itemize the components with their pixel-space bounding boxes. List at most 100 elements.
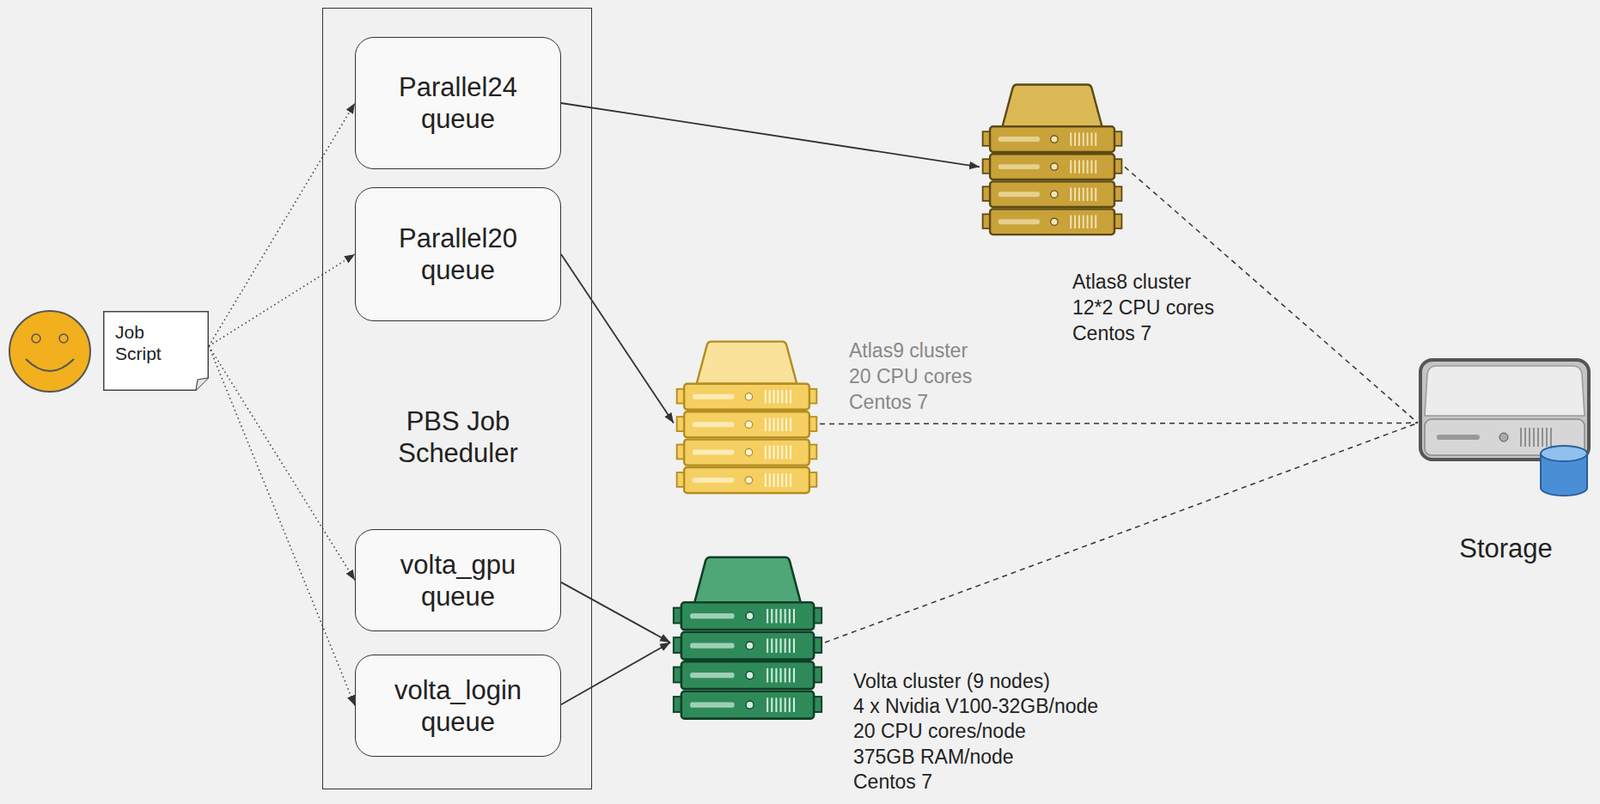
slab-body [989, 126, 1115, 153]
vent [776, 417, 779, 432]
server-slab [677, 384, 818, 410]
vent [789, 417, 792, 432]
power-led [1050, 190, 1058, 198]
vent [1094, 132, 1097, 146]
vent [785, 473, 788, 488]
vent [785, 417, 788, 432]
node-text: 4 x Nvidia V100-32GB/node [853, 694, 1163, 720]
vent [1078, 132, 1081, 146]
vent [1090, 215, 1093, 229]
server-top [694, 557, 800, 603]
power-led [745, 612, 754, 621]
vent [775, 638, 777, 654]
queue-box: Parallel20 queue [354, 187, 562, 322]
slab-body [681, 602, 814, 630]
power-led [1050, 163, 1058, 171]
vent [784, 638, 787, 654]
cluster-server: Volta cluster (9 nodes)4 x Nvidia V100-3… [670, 554, 825, 725]
node-text: Centos 7 [848, 390, 1056, 416]
vent [775, 609, 777, 624]
vent [781, 445, 783, 460]
vent [766, 668, 769, 684]
node-text: PBS Job Scheduler [376, 405, 540, 470]
vent [1074, 159, 1076, 173]
vent [1074, 215, 1076, 229]
connector [561, 642, 671, 705]
vent [793, 668, 795, 684]
vent [766, 638, 769, 654]
power-led [745, 393, 753, 401]
text-block: PBS Job Scheduler [376, 405, 540, 470]
vent [789, 473, 792, 488]
node-text: Parallel20 queue [376, 222, 540, 287]
node-text: volta_login queue [376, 673, 540, 738]
queue-box: volta_gpu queue [354, 529, 562, 632]
node-text: Storage [1417, 532, 1594, 565]
node-text: Volta cluster (9 nodes) [853, 669, 1163, 695]
power-led [1499, 433, 1509, 442]
vent [764, 390, 767, 404]
face [9, 311, 91, 392]
vent [780, 668, 782, 684]
vent [780, 697, 782, 713]
drive-slot [690, 702, 734, 708]
storage-icon [1417, 357, 1594, 501]
node-text: Atlas8 cluster [1072, 269, 1279, 296]
drive-slot [998, 219, 1040, 225]
slab-body [683, 384, 810, 410]
vent [1087, 187, 1089, 201]
vent [1090, 187, 1093, 201]
document-outline [103, 311, 209, 391]
user-smiley [9, 311, 91, 392]
vent [1094, 159, 1097, 173]
vent [764, 473, 767, 488]
vent [1082, 159, 1085, 173]
vent [764, 445, 767, 460]
vent [1528, 427, 1531, 447]
vent [1550, 427, 1552, 447]
vent [781, 390, 783, 404]
vent [770, 697, 773, 713]
node-text: Centos 7 [853, 769, 1163, 795]
vent [1087, 132, 1089, 146]
text-block: Atlas9 cluster20 CPU coresCentos 7 [848, 338, 1056, 416]
vent [793, 697, 795, 713]
slab-body [989, 208, 1115, 235]
connector [824, 422, 1418, 643]
drive-slot [1436, 434, 1480, 440]
slab-body [989, 181, 1115, 208]
node-text: Centos 7 [1072, 321, 1279, 348]
server-slab [673, 632, 822, 660]
vent [764, 417, 767, 432]
connector [208, 346, 355, 581]
slab-body [681, 691, 814, 720]
vent [785, 390, 788, 404]
vent [769, 473, 771, 488]
vent [1078, 159, 1081, 173]
vent [775, 697, 777, 713]
server-slab [673, 661, 822, 690]
node-text: 375GB RAM/node [853, 745, 1163, 770]
vent [769, 417, 771, 432]
slab-body [989, 153, 1115, 180]
server-slab [677, 411, 818, 438]
text-block: Parallel24 queue [376, 71, 540, 135]
text-block: volta_gpu queue [376, 548, 540, 612]
slab-body [683, 411, 810, 438]
vent [773, 417, 776, 432]
scheduler-box: PBS Job Scheduler Parallel24 queueParalle… [322, 7, 593, 790]
drive-slot [998, 164, 1040, 170]
database-top [1540, 445, 1588, 462]
text-block: Atlas8 cluster12*2 CPU coresCentos 7 [1072, 269, 1279, 348]
vent [1520, 427, 1522, 447]
server-slab [983, 126, 1123, 153]
vent [776, 445, 779, 460]
vent [788, 697, 791, 713]
connector [819, 422, 1418, 424]
server-slab [983, 153, 1123, 180]
server-slab [673, 691, 822, 720]
server-slab [677, 439, 818, 466]
vent [784, 697, 787, 713]
slab-body [683, 467, 810, 494]
drive-slot [998, 191, 1040, 197]
